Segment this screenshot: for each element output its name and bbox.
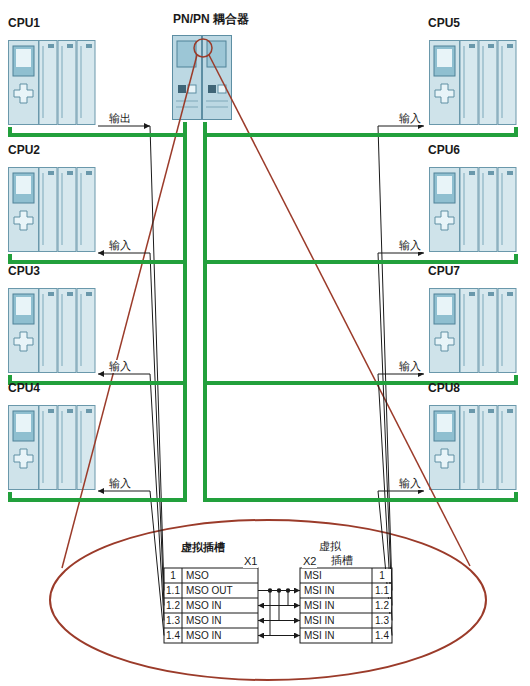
cpu-device: CPU3 — [6, 264, 98, 375]
slot-name: MSO IN — [183, 599, 257, 612]
slot-number: 1.4 — [373, 629, 391, 642]
slot-number: 1.3 — [165, 614, 181, 627]
signal-label: 输入 — [398, 360, 422, 373]
network-line — [10, 122, 185, 135]
signal-label: 输入 — [108, 239, 132, 252]
device-name: PN/PN 耦合器 — [150, 12, 270, 26]
signal-label: 输入 — [398, 112, 422, 125]
slot-name: MSO OUT — [183, 584, 257, 597]
cpu-device: CPU5 — [426, 16, 520, 127]
interface-name: X2 — [302, 555, 317, 568]
signal-label: 输入 — [398, 239, 422, 252]
slot-name: MSI IN — [301, 584, 371, 597]
network-line — [205, 122, 516, 135]
network-line — [10, 122, 185, 383]
cpu-device: CPU6 — [426, 143, 520, 254]
device-name: CPU8 — [426, 381, 520, 395]
slot-number: 1.2 — [165, 599, 181, 612]
device-name: CPU4 — [6, 381, 98, 395]
slot-heading: 插槽 — [330, 554, 354, 567]
signal-label: 输入 — [108, 477, 132, 490]
cpu-device: CPU7 — [426, 264, 520, 375]
cpu-device: CPU8 — [426, 381, 520, 492]
signal-label: 输入 — [108, 360, 132, 373]
network-line — [205, 122, 516, 500]
slot-number: 1.3 — [373, 614, 391, 627]
network-line — [205, 122, 516, 383]
slot-number: 1.4 — [165, 629, 181, 642]
slot-name: MSO — [183, 569, 257, 582]
coupler-device: PN/PN 耦合器 — [150, 12, 270, 122]
slot-heading: 虚拟插槽 — [180, 541, 226, 554]
slot-name: MSI — [301, 569, 371, 582]
device-name: CPU1 — [6, 16, 98, 30]
interface-name: X1 — [243, 555, 258, 568]
slot-name: MSI IN — [301, 599, 371, 612]
slot-number: 1.1 — [165, 584, 181, 597]
cpu-device: CPU1 — [6, 16, 98, 127]
slot-number: 1 — [373, 569, 391, 582]
slot-name: MSI IN — [301, 629, 371, 642]
device-name: CPU3 — [6, 264, 98, 278]
cpu-device: CPU2 — [6, 143, 98, 254]
signal-label: 输出 — [108, 112, 132, 125]
device-name: CPU7 — [426, 264, 520, 278]
network-line — [205, 122, 516, 262]
slot-name: MSO IN — [183, 614, 257, 627]
slot-number: 1.2 — [373, 599, 391, 612]
signal-label: 输入 — [398, 477, 422, 490]
slot-number: 1 — [165, 569, 181, 582]
slot-name: MSI IN — [301, 614, 371, 627]
slot-name: MSO IN — [183, 629, 257, 642]
device-name: CPU5 — [426, 16, 520, 30]
network-line — [10, 122, 185, 500]
slot-number: 1.1 — [373, 584, 391, 597]
device-name: CPU6 — [426, 143, 520, 157]
device-name: CPU2 — [6, 143, 98, 157]
slot-heading: 虚拟 — [318, 540, 342, 553]
cpu-device: CPU4 — [6, 381, 98, 492]
